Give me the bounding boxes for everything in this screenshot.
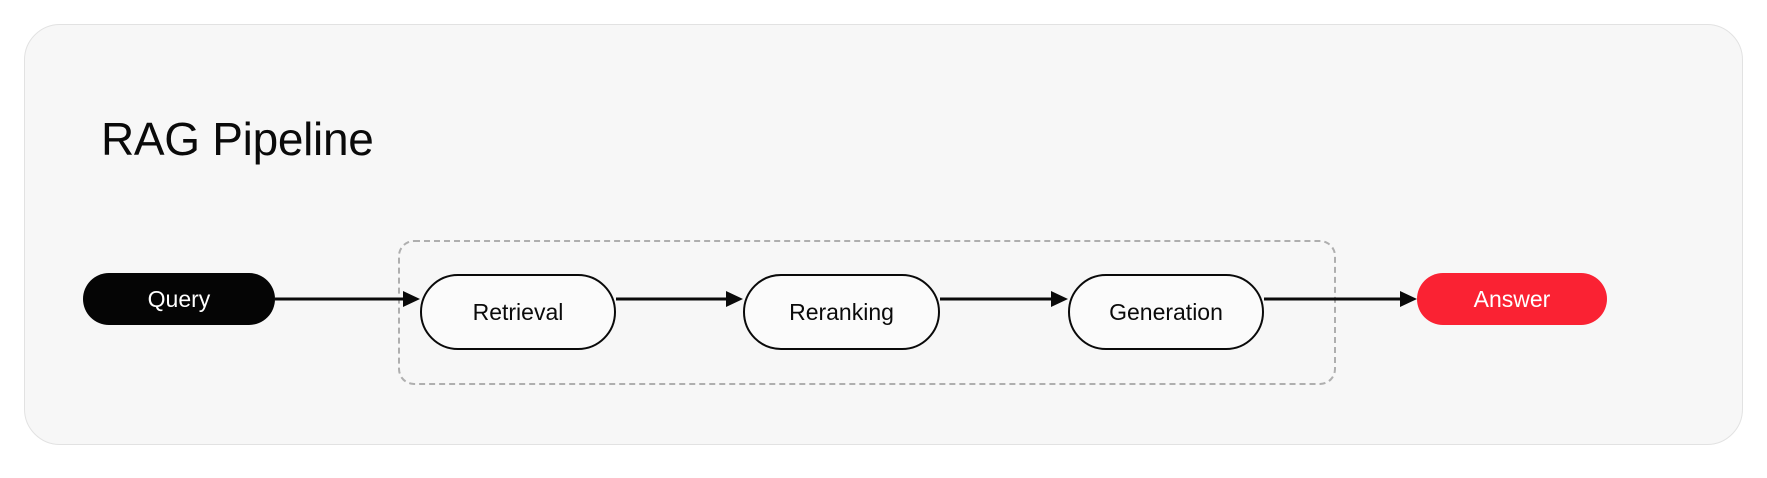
node-query[interactable]: Query bbox=[83, 273, 275, 325]
arrow-retrieval-to-reranking-icon bbox=[616, 288, 743, 310]
node-answer-label: Answer bbox=[1473, 285, 1551, 312]
node-answer[interactable]: Answer bbox=[1417, 273, 1607, 325]
node-retrieval[interactable]: Retrieval bbox=[420, 274, 616, 350]
arrow-reranking-to-generation-icon bbox=[940, 288, 1068, 310]
page-title: RAG Pipeline bbox=[101, 113, 374, 165]
arrow-query-to-retrieval-icon bbox=[275, 288, 420, 310]
node-generation[interactable]: Generation bbox=[1068, 274, 1264, 350]
node-reranking-label: Reranking bbox=[789, 298, 894, 325]
node-reranking[interactable]: Reranking bbox=[743, 274, 940, 350]
node-generation-label: Generation bbox=[1109, 298, 1223, 325]
pipeline-stages-group bbox=[398, 240, 1336, 385]
node-query-label: Query bbox=[147, 285, 211, 312]
diagram-card: RAG Pipeline Query Retrieval Reranking G… bbox=[24, 24, 1743, 445]
arrow-generation-to-answer-icon bbox=[1264, 288, 1417, 310]
node-retrieval-label: Retrieval bbox=[472, 298, 564, 325]
